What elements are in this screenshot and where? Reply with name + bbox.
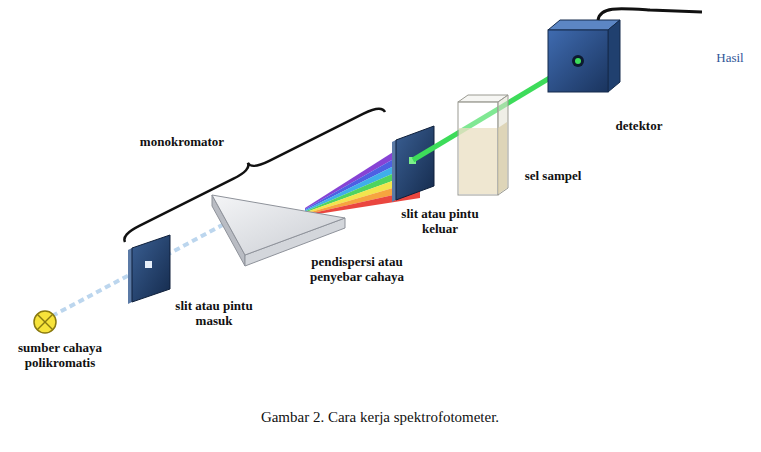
detector (548, 20, 620, 92)
disperser-label: pendispersi atau penyebar cahaya (298, 254, 416, 284)
light-source (34, 311, 56, 333)
label-slot: sel sampel (513, 168, 593, 183)
figure-caption: Gambar 2. Cara kerja spektrofotometer. (130, 408, 630, 426)
label-slot: Hasil (706, 50, 754, 65)
monochromator-label: monokromator (126, 134, 238, 149)
label-slot: slit atau pintu keluar (398, 206, 482, 236)
label-slot: slit atau pintu masuk (172, 298, 256, 328)
output-cable (598, 9, 702, 20)
label-slot: detektor (604, 118, 674, 133)
label-slot: sumber cahaya polikromatis (6, 340, 114, 370)
exit-slit (392, 126, 434, 202)
sample-cell (458, 95, 508, 195)
exit-slit-label: slit atau pintu keluar (398, 206, 482, 236)
label-slot: pendispersi atau penyebar cahaya (298, 254, 416, 284)
label-slot: Gambar 2. Cara kerja spektrofotometer. (130, 408, 630, 426)
output-label: Hasil (706, 50, 754, 65)
sample-cell-label: sel sampel (513, 168, 593, 183)
label-slot: monokromator (126, 134, 238, 149)
detector-label: detektor (604, 118, 674, 133)
entrance-slit (128, 235, 170, 304)
entrance-slit-label: slit atau pintu masuk (172, 298, 256, 328)
light-source-label: sumber cahaya polikromatis (6, 340, 114, 370)
